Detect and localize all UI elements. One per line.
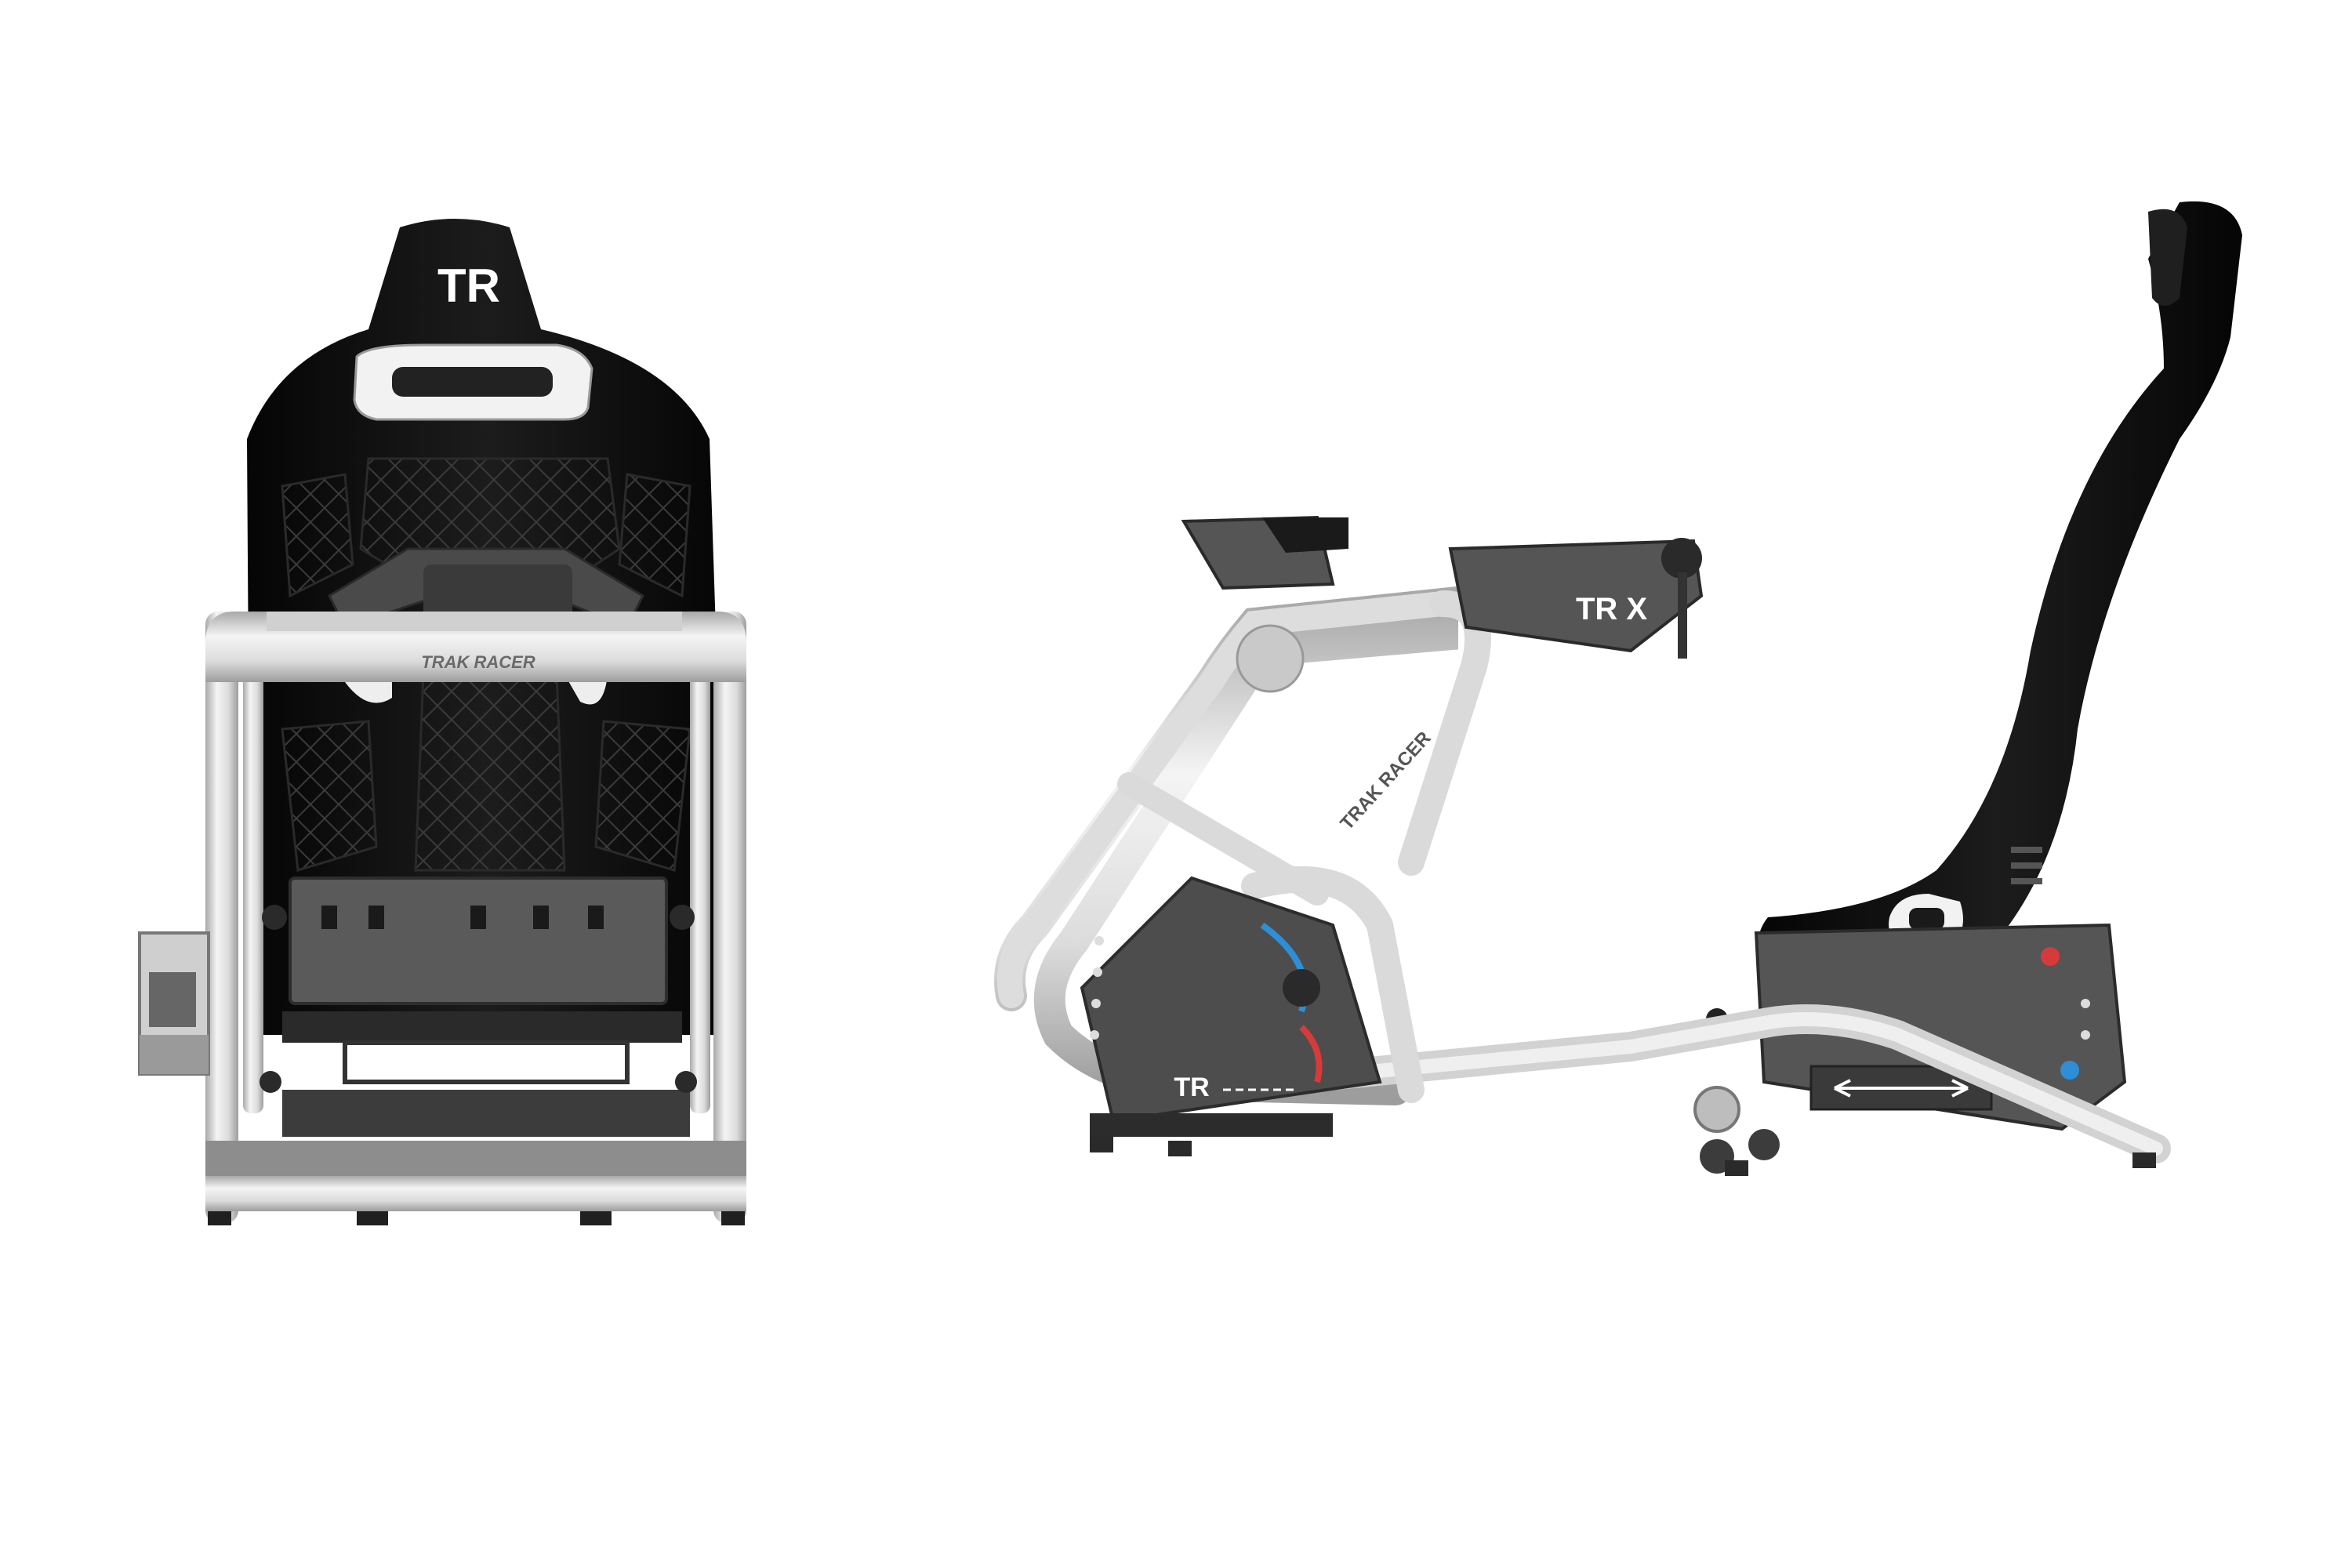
side-rail-logo: TR: [1174, 1073, 1209, 1102]
front-seat-slider: [289, 877, 668, 1005]
side-frame-feet: [1090, 1137, 2156, 1176]
side-view-rig: TR TRAK RACER TR: [994, 201, 2242, 1176]
side-mount-label: TR X: [1576, 592, 1647, 626]
side-wheel-deck: [1080, 876, 1382, 1123]
front-crossbar-label: TRAK RACER: [421, 652, 535, 672]
front-seat-logo: TR: [437, 260, 500, 312]
front-seat-lower-cushion: [414, 673, 566, 872]
side-seat-shell: [1757, 201, 2242, 988]
side-wheel-plate: [1448, 539, 1704, 653]
front-frame-left-upright: [205, 612, 238, 1223]
front-frame-base: [205, 1176, 746, 1211]
front-frame-right-upright: [713, 612, 746, 1223]
front-view-rig: TR TRAK RACER: [138, 219, 746, 1225]
